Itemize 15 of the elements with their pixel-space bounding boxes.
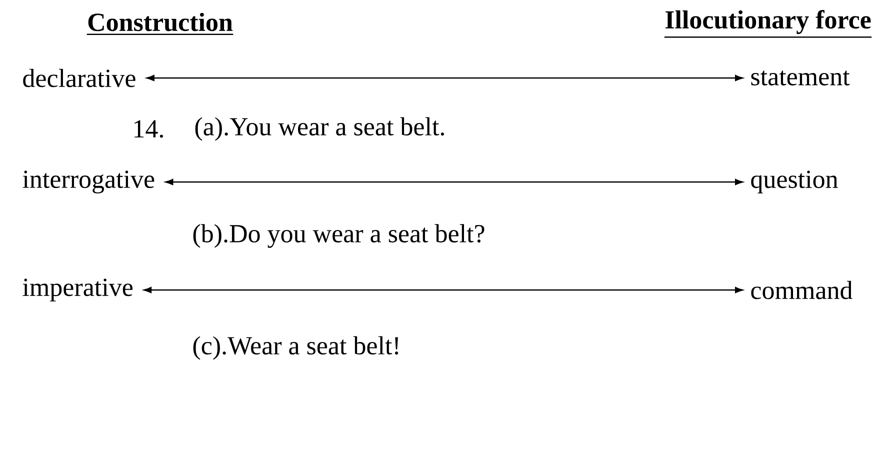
example-sentence: 14. — [134, 120, 163, 138]
column-heading: Construction — [86, 12, 234, 36]
example-sentence: (c).Wear a seat belt! — [193, 336, 398, 360]
term-label: question — [751, 170, 838, 194]
term-label: imperative — [22, 278, 132, 302]
term-label: command — [751, 280, 852, 300]
double-arrow — [146, 74, 743, 82]
term-label: statement — [751, 70, 850, 86]
term-label: declarative — [23, 68, 136, 88]
double-arrow — [144, 286, 743, 294]
column-heading: Illocutionary force — [664, 10, 872, 38]
example-sentence: (a).You wear a seat belt. — [195, 117, 444, 141]
term-label: interrogative — [22, 170, 154, 194]
double-arrow — [165, 178, 743, 186]
example-sentence: (b).Do you wear a seat belt? — [193, 224, 484, 248]
